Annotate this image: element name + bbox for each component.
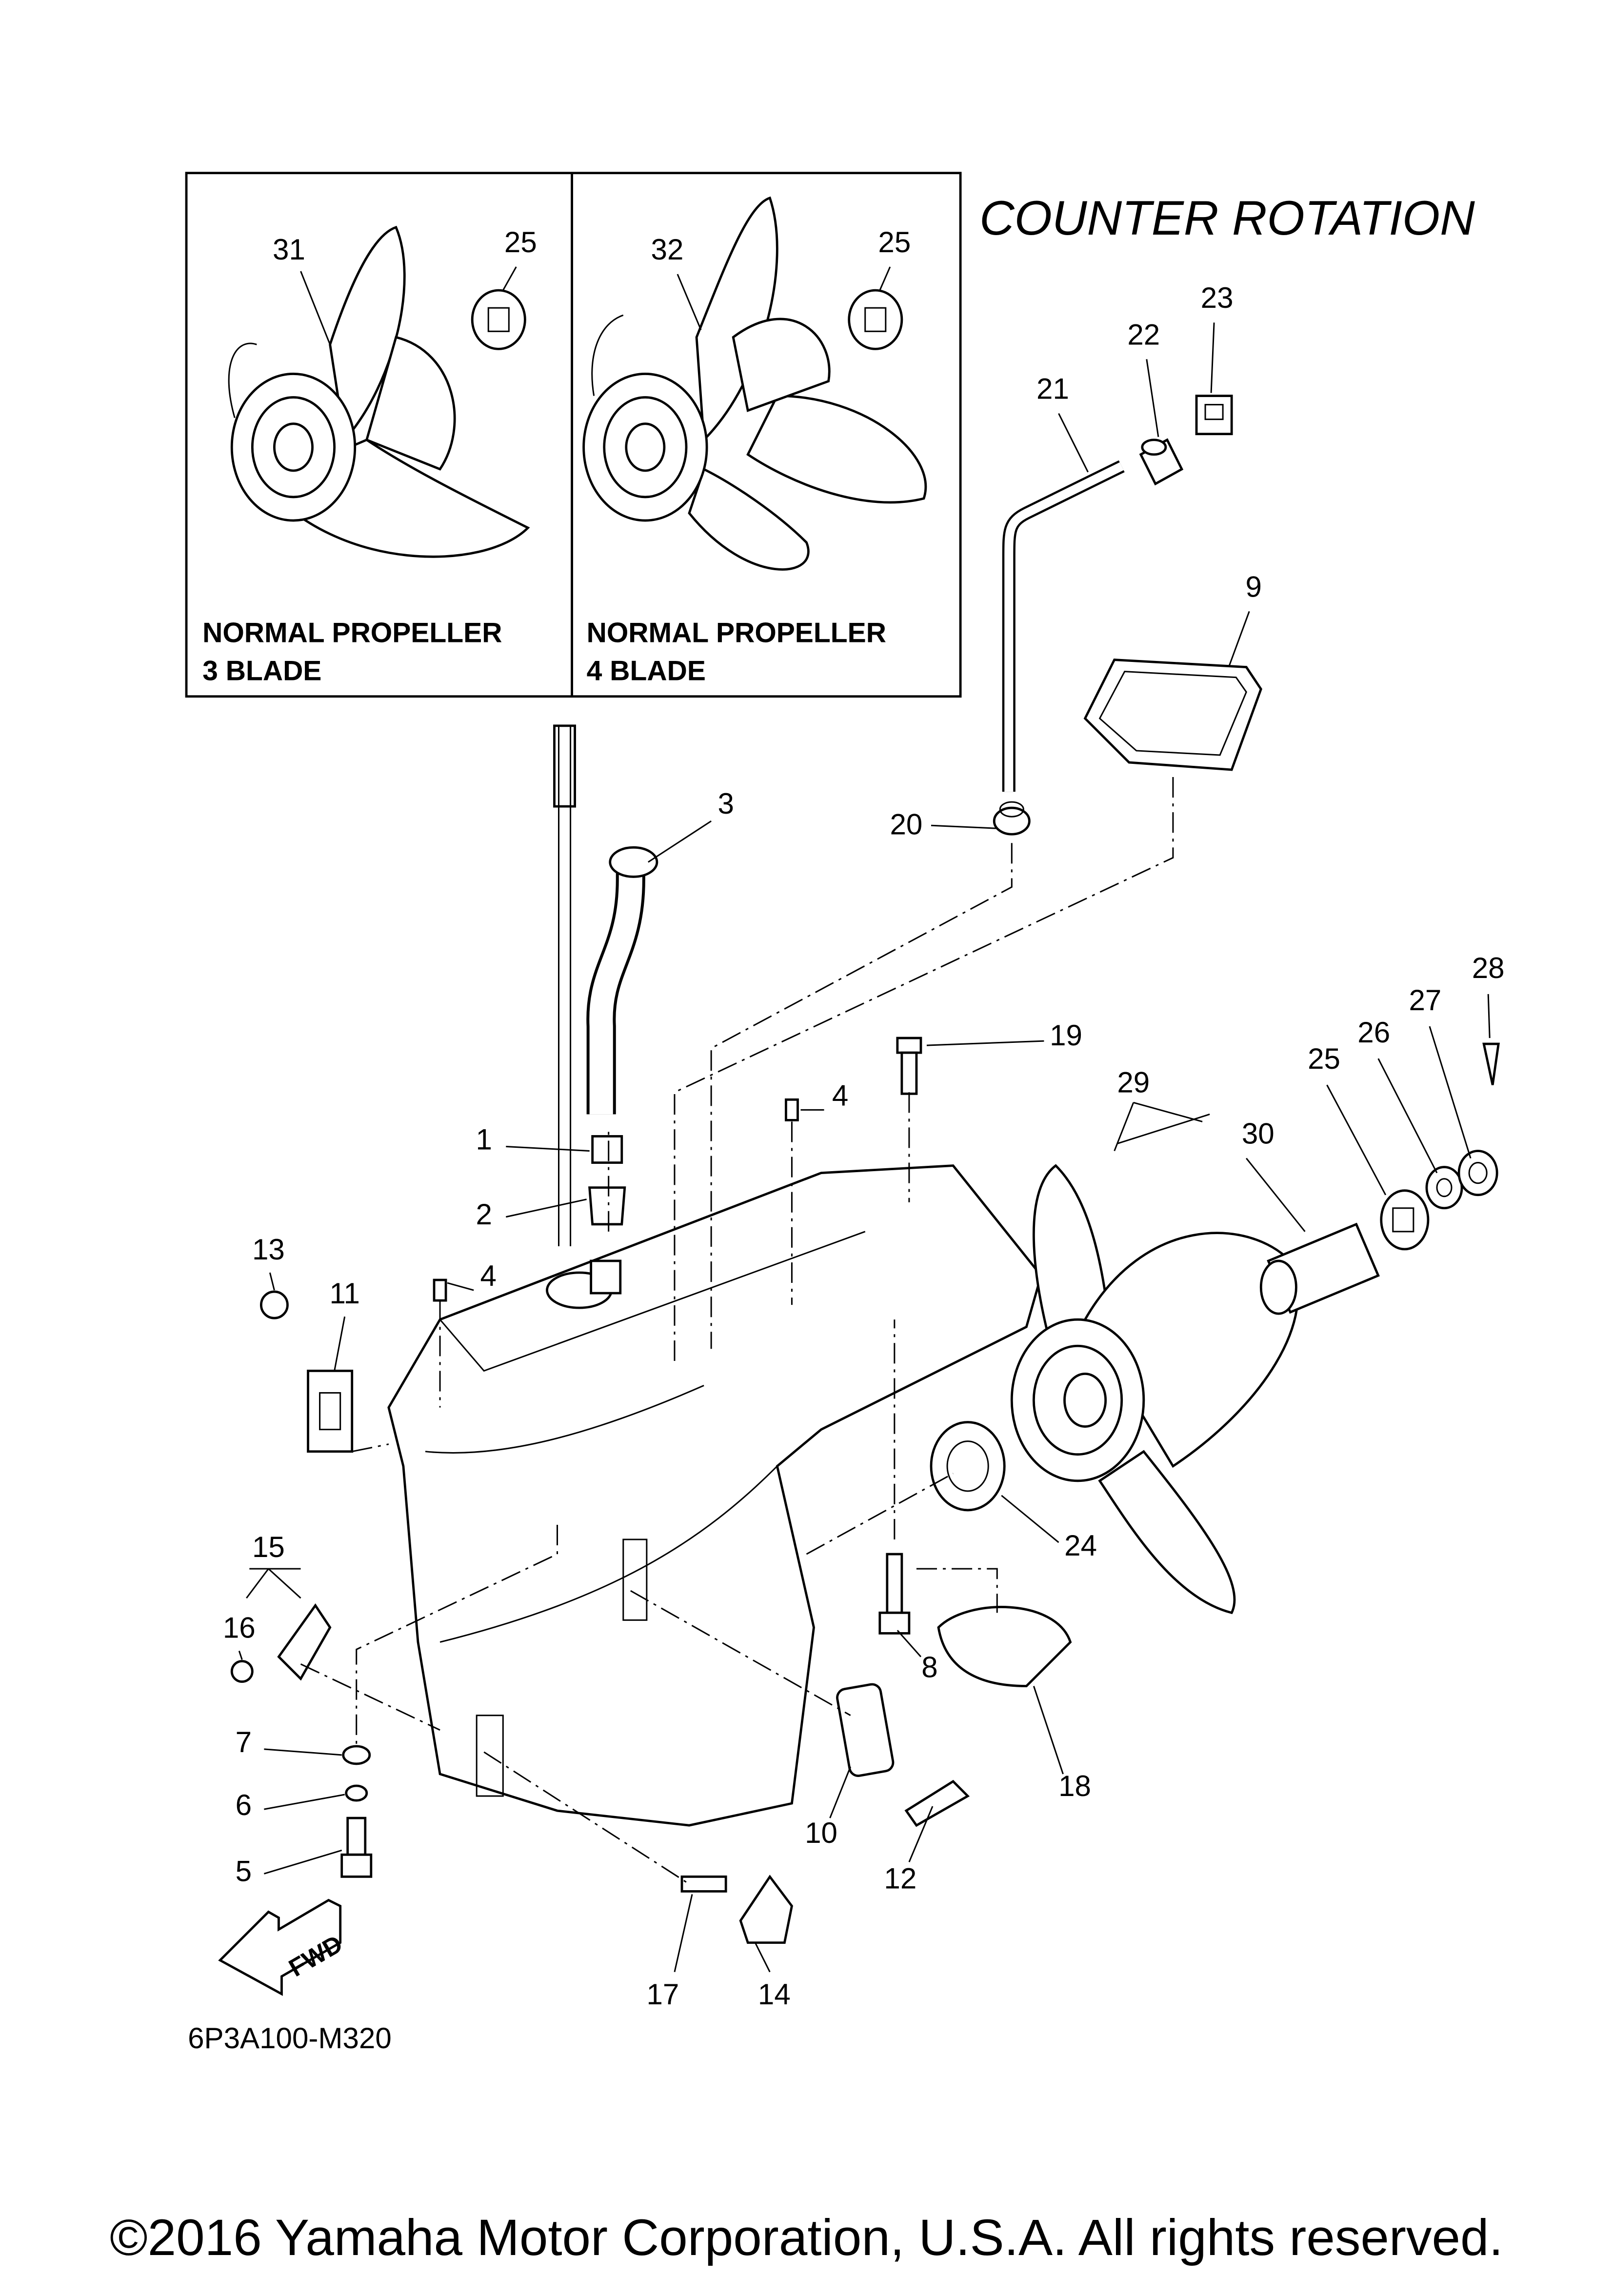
callout-10: 10: [805, 1817, 837, 1849]
callout-8: 8: [921, 1651, 937, 1684]
leader-line: [1058, 413, 1089, 473]
leader-line: [1377, 1058, 1438, 1174]
leader-line: [908, 1806, 934, 1862]
callout-7: 7: [236, 1726, 252, 1758]
propeller-3-blade: [228, 225, 530, 558]
callout-25: 25: [504, 226, 537, 259]
leader-line: [879, 266, 891, 291]
leader-line: [1246, 1158, 1306, 1232]
callout-15: 15: [252, 1531, 285, 1563]
callout-11: 11: [329, 1277, 359, 1310]
leader-line: [502, 266, 517, 291]
callout-27: 27: [1409, 984, 1441, 1017]
leader-line: [1429, 1026, 1472, 1158]
leader-line: [1146, 359, 1159, 437]
callout-3: 3: [717, 787, 734, 820]
leader-line: [829, 1766, 852, 1818]
copyright-notice: ©2016 Yamaha Motor Corporation, U.S.A. A…: [110, 2209, 1503, 2266]
leader-line: [1228, 611, 1250, 668]
callout-1: 1: [476, 1123, 492, 1156]
inset-right-line2: 4 BLADE: [587, 656, 706, 687]
callout-29: 29: [1117, 1066, 1150, 1098]
callout-18: 18: [1058, 1770, 1091, 1802]
callout-28: 28: [1472, 952, 1505, 984]
assembly-lines: [300, 777, 1174, 1885]
callout-31: 31: [273, 233, 305, 266]
callout-21: 21: [1036, 373, 1069, 405]
callout-26: 26: [1357, 1016, 1390, 1049]
inset-left-line1: NORMAL PROPELLER: [202, 618, 502, 649]
leader-line: [674, 1894, 693, 1973]
callout-22: 22: [1127, 318, 1160, 351]
inset-right-line1: NORMAL PROPELLER: [587, 618, 886, 649]
leader-line: [648, 820, 712, 863]
leader-line: [1117, 1113, 1210, 1144]
callout-19: 19: [1050, 1019, 1082, 1052]
leader-line: [263, 1849, 342, 1875]
leader-line: [264, 1748, 342, 1756]
callout-16: 16: [223, 1611, 256, 1644]
callout-25: 25: [1308, 1042, 1340, 1075]
leader-line: [269, 1272, 275, 1291]
leader-line: [1326, 1084, 1387, 1196]
leader-line: [931, 824, 997, 829]
spline-washer: [471, 289, 903, 350]
callout-23: 23: [1201, 281, 1234, 314]
callout-25: 25: [878, 226, 911, 259]
leader-line: [506, 1198, 587, 1218]
leader-line: [677, 274, 702, 330]
leader-line: [506, 1145, 590, 1152]
callout-4: 4: [480, 1259, 497, 1292]
leader-line: [447, 1282, 474, 1291]
leader-line: [1210, 322, 1215, 393]
leader-line: [264, 1794, 345, 1810]
callout-32: 32: [651, 233, 684, 266]
callout-24: 24: [1064, 1529, 1097, 1562]
drawing-code: 6P3A100-M320: [188, 2022, 392, 2055]
inset-left-line2: 3 BLADE: [202, 656, 321, 687]
parts: [230, 395, 1500, 1944]
callout-9: 9: [1246, 570, 1262, 603]
leader-line: [300, 271, 331, 345]
bracket-line: [246, 1568, 269, 1599]
bracket-line: [1114, 1102, 1135, 1152]
leader-line: [1033, 1686, 1064, 1775]
leader-line: [334, 1316, 346, 1371]
callout-4: 4: [832, 1079, 848, 1112]
callout-30: 30: [1242, 1117, 1274, 1150]
leader-line: [1487, 994, 1491, 1038]
bracket-line: [1133, 1101, 1203, 1122]
diagram-title: COUNTER ROTATION: [979, 191, 1475, 245]
callout-20: 20: [890, 808, 922, 840]
propeller-4-blade: [582, 196, 927, 571]
callout-5: 5: [236, 1855, 252, 1887]
callout-12: 12: [884, 1862, 916, 1895]
callout-17: 17: [646, 1978, 679, 2011]
bracket-line: [268, 1568, 301, 1599]
leader-line: [896, 1630, 922, 1657]
callout-6: 6: [236, 1789, 252, 1821]
propeller-inset: NORMAL PROPELLER 3 BLADE NORMAL PROPELLE…: [185, 172, 962, 698]
callout-14: 14: [758, 1978, 791, 2011]
leader-line: [754, 1942, 771, 1973]
leader-line: [1001, 1495, 1059, 1543]
callout-13: 13: [252, 1233, 285, 1266]
leader-line: [926, 1040, 1044, 1046]
fwd-arrow-icon: FWD: [218, 1898, 347, 1996]
leader-line: [238, 1650, 243, 1660]
callout-2: 2: [476, 1198, 492, 1231]
